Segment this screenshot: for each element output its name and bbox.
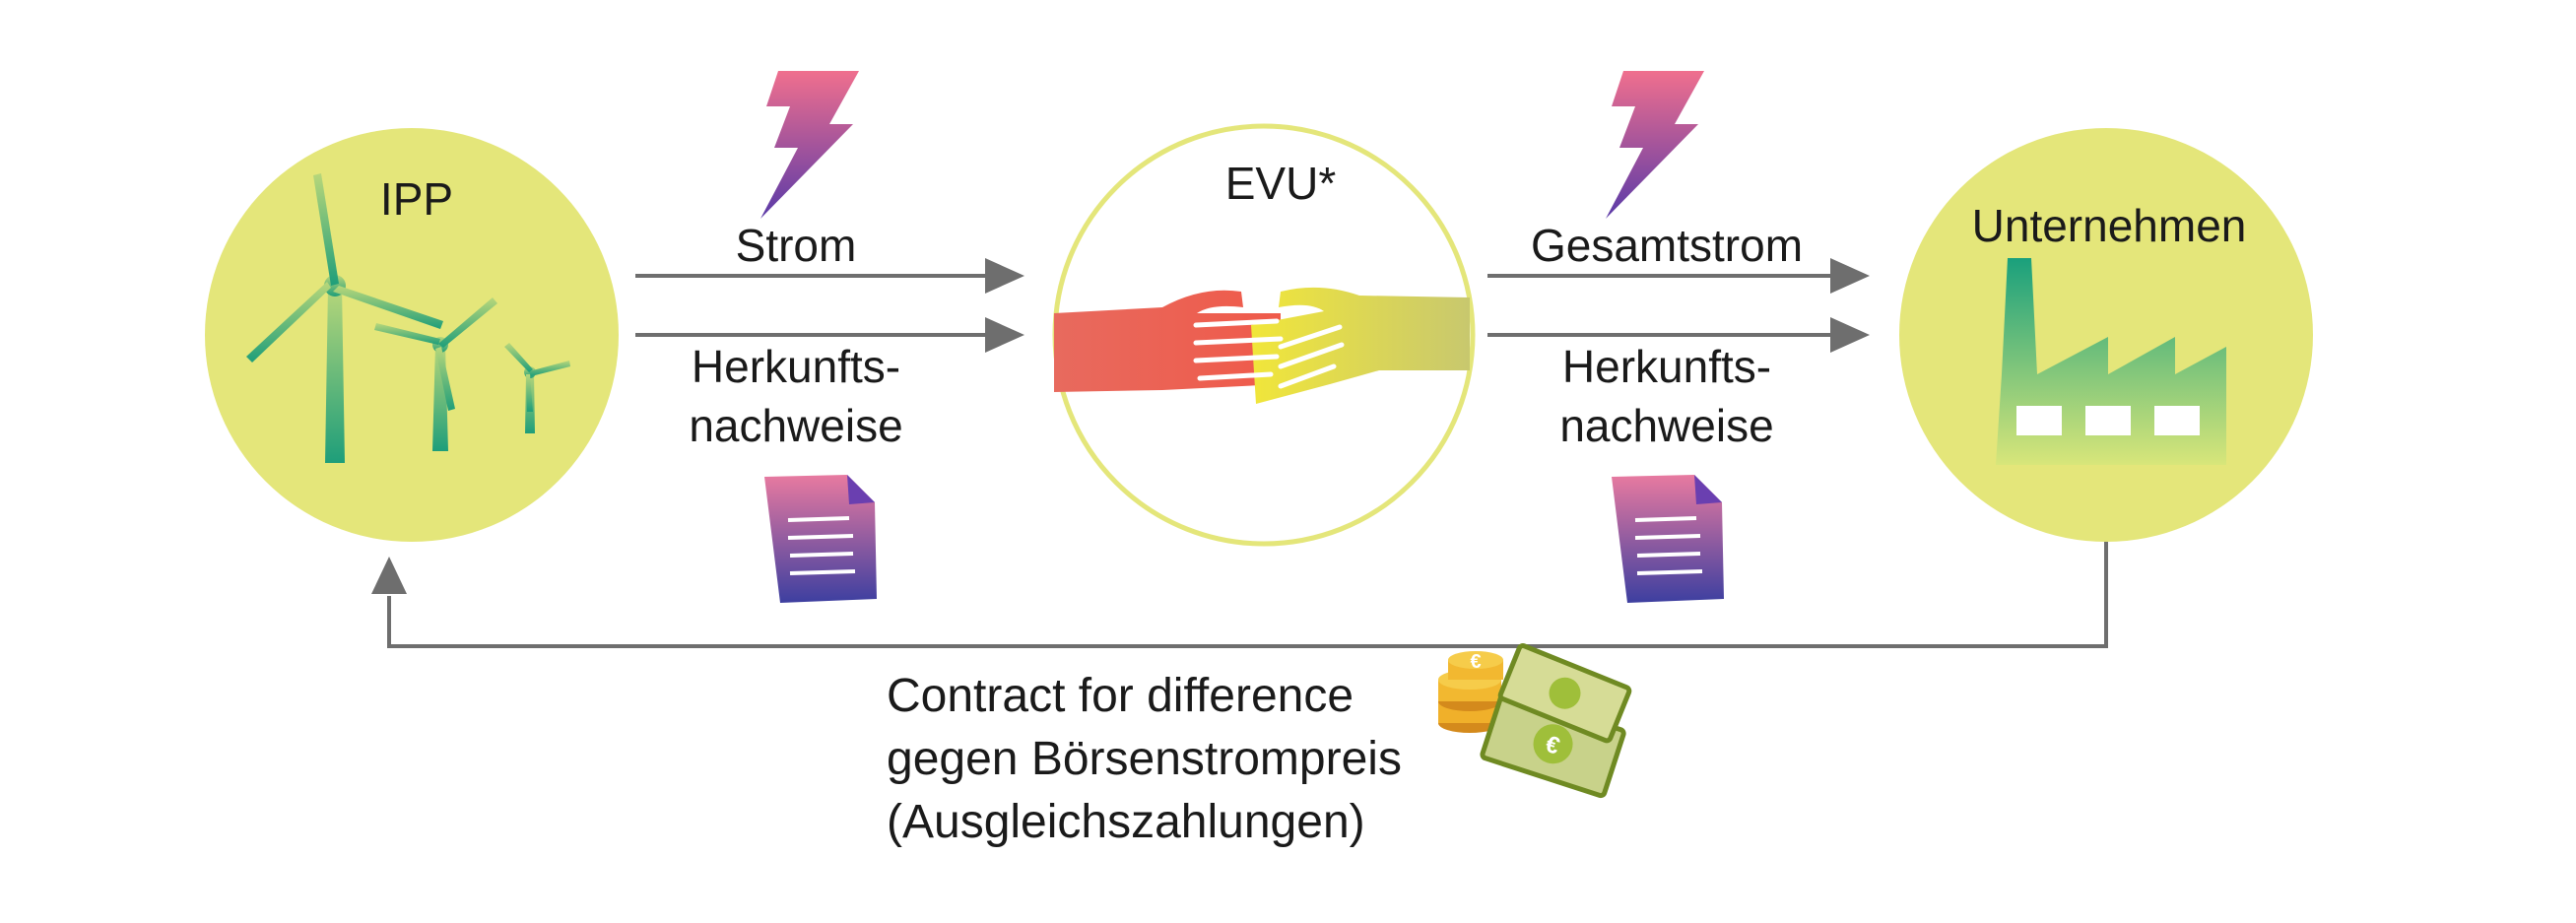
herkunft-right-line2: nachweise — [1559, 400, 1773, 451]
factory-icon — [1996, 258, 2226, 465]
strom-label: Strom — [736, 220, 857, 271]
return-flow: Contract for difference gegen Börsenstro… — [371, 542, 2108, 848]
document-icon — [1612, 475, 1724, 603]
herkunft-left-line2: nachweise — [689, 400, 902, 451]
unternehmen-label: Unternehmen — [1972, 200, 2247, 251]
svg-text:€: € — [1470, 651, 1481, 673]
unternehmen-node: Unternehmen — [1899, 128, 2313, 542]
flow-evu-to-unternehmen: Gesamtstrom Herkunfts- nachweise — [1487, 71, 1870, 603]
herkunft-left-arrowhead — [985, 317, 1024, 353]
cfd-line2: gegen Börsenstrompreis — [887, 733, 1402, 785]
handshake-icon — [1054, 287, 1470, 404]
ipp-node: IPP — [205, 128, 619, 542]
lightning-icon — [760, 71, 859, 219]
document-icon — [764, 475, 877, 603]
herkunft-left-line1: Herkunfts- — [692, 341, 900, 392]
gesamtstrom-arrowhead — [1830, 258, 1870, 294]
strom-arrowhead — [985, 258, 1024, 294]
gesamtstrom-label: Gesamtstrom — [1531, 220, 1803, 271]
flow-ipp-to-evu: Strom Herkunfts- nachweise — [635, 71, 1024, 603]
evu-label: EVU* — [1225, 158, 1337, 209]
cfd-line1: Contract for difference — [887, 670, 1354, 722]
unternehmen-circle — [1899, 128, 2313, 542]
return-flow-line — [387, 542, 2108, 648]
return-flow-arrowhead — [371, 557, 407, 594]
evu-node: EVU* — [1052, 123, 1476, 547]
herkunft-right-line1: Herkunfts- — [1562, 341, 1771, 392]
lightning-icon — [1606, 71, 1704, 219]
ipp-label: IPP — [380, 173, 453, 225]
wind-turbines-icon — [246, 173, 570, 463]
coins-icon: € — [1438, 651, 1503, 733]
herkunft-right-arrowhead — [1830, 317, 1870, 353]
cfd-line3: (Ausgleichszahlungen) — [887, 796, 1365, 848]
banknotes-icon: € — [1480, 643, 1632, 799]
